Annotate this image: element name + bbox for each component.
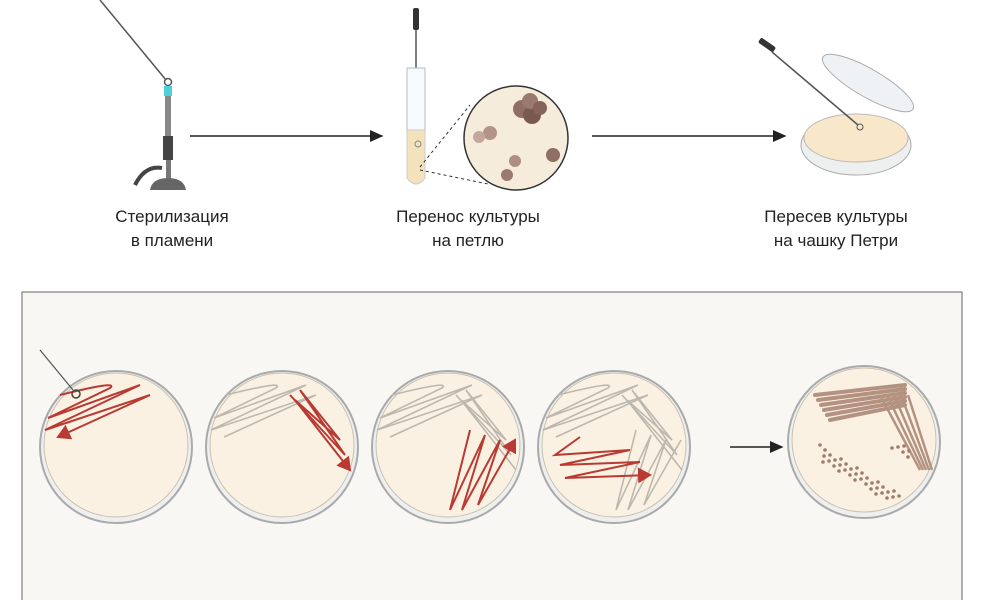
colony-dot: [827, 459, 831, 463]
colony-growth: [885, 394, 925, 471]
previous-streak: [621, 389, 683, 471]
colony-dot: [859, 477, 863, 481]
previous-streak: [615, 429, 682, 511]
step-3-label-line2: на чашку Петри: [774, 231, 898, 250]
petri-plate-3: [371, 370, 525, 524]
colony-growth: [822, 395, 907, 412]
colony-dot: [822, 454, 826, 458]
current-streak: [289, 389, 352, 472]
colony-dot: [880, 491, 884, 495]
colony-dot: [832, 464, 836, 468]
colony-dot: [828, 453, 832, 457]
colony-dot: [886, 490, 890, 494]
step-2-label-line2: на петлю: [432, 231, 504, 250]
step-1-label-line1: Стерилизация: [115, 207, 228, 226]
current-streak: [449, 429, 517, 511]
colony-dot: [821, 460, 825, 464]
petri-plate-1: [39, 370, 193, 524]
colony-dot: [854, 472, 858, 476]
inoculation-loop-icon: [39, 349, 74, 391]
petri-plate-4: [537, 370, 691, 524]
petri-plate-result: [787, 365, 941, 519]
colony-dot: [897, 494, 901, 498]
bunsen-burner-icon: [99, 0, 186, 190]
previous-streak: [376, 384, 483, 438]
step-2-label-line1: Перенос культуры: [396, 207, 540, 226]
colony-growth: [878, 394, 922, 471]
colony-dot: [839, 457, 843, 461]
colony-dot: [892, 489, 896, 493]
colony-dot: [853, 478, 857, 482]
petri-dish-icon: [758, 38, 915, 176]
step-3-label-line1: Пересев культуры: [764, 207, 907, 226]
colony-dot: [869, 487, 873, 491]
colony-growth: [813, 383, 907, 397]
colony-dot: [844, 462, 848, 466]
current-streak: [551, 436, 652, 484]
colony-dot: [837, 469, 841, 473]
magnified-colonies-icon: [463, 85, 569, 191]
colony-dot: [906, 455, 910, 459]
colony-growth: [899, 394, 931, 471]
petri-plate-2: [205, 370, 359, 524]
colony-dot: [901, 450, 905, 454]
colony-dot: [833, 458, 837, 462]
colony-growth: [816, 387, 907, 402]
colony-dot: [818, 443, 822, 447]
colony-dot: [860, 471, 864, 475]
colony-dot: [885, 496, 889, 500]
previous-streak: [210, 384, 317, 438]
colony-growth: [906, 394, 934, 471]
previous-streak: [455, 389, 517, 471]
colony-dot: [876, 480, 880, 484]
step-1-label-line2: в пламени: [131, 231, 213, 250]
current-streak: [44, 384, 151, 440]
colony-dot: [865, 476, 869, 480]
colony-dot: [902, 444, 906, 448]
colony-dot: [843, 468, 847, 472]
colony-dot: [881, 485, 885, 489]
colony-dot: [875, 486, 879, 490]
colony-dot: [891, 495, 895, 499]
loop-tip: [71, 389, 81, 399]
colony-dot: [855, 466, 859, 470]
colony-growth: [819, 391, 907, 407]
colony-dot: [907, 449, 911, 453]
test-tube-icon: [406, 8, 489, 185]
colony-dot: [849, 467, 853, 471]
colony-dot: [848, 473, 852, 477]
colony-dot: [838, 463, 842, 467]
colony-dot: [864, 482, 868, 486]
colony-dot: [874, 492, 878, 496]
colony-dot: [870, 481, 874, 485]
colony-dot: [823, 448, 827, 452]
colony-growth: [892, 394, 928, 471]
previous-streak: [542, 384, 649, 438]
colony-dot: [896, 445, 900, 449]
colony-dot: [890, 446, 894, 450]
